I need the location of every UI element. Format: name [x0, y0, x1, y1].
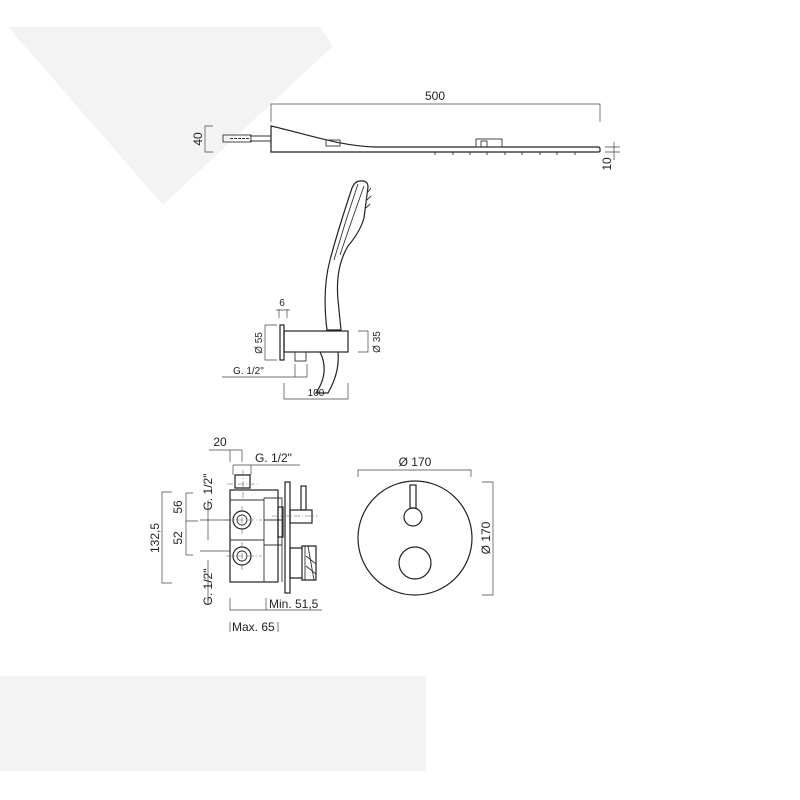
body-diameter-dimension: Ø 35: [372, 331, 383, 353]
background-band: [0, 676, 426, 771]
lower-spacing-dimension: 52: [171, 531, 185, 545]
flange-diameter-dimension: Ø 55: [254, 332, 265, 354]
thickness-dimension: 10: [600, 157, 614, 171]
flange-thickness-dimension: 6: [279, 298, 285, 309]
depth-dimension: 100: [308, 388, 325, 399]
rain-shower-side-view: 500 40 10: [191, 89, 620, 171]
front-width-dimension: Ø 170: [399, 455, 432, 469]
top-connection-label: G. 1/2": [255, 451, 292, 465]
background-triangle: [8, 27, 333, 205]
upper-spacing-dimension: 56: [171, 500, 185, 514]
height-dimension: 40: [191, 132, 205, 146]
upper-connection-label: G. 1/2": [201, 474, 215, 511]
min-depth-dimension: Min. 51,5: [269, 597, 319, 611]
connection-label: G. 1/2": [233, 366, 264, 377]
offset-dimension: 20: [213, 435, 227, 449]
hand-shower-side-view: 6 Ø 55 Ø 35 G. 1/2" 100: [222, 180, 383, 400]
total-height-dimension: 132,5: [148, 523, 162, 553]
front-height-dimension: Ø 170: [479, 521, 493, 554]
mixer-front-view: Ø 170 Ø 170: [357, 455, 494, 596]
max-depth-dimension: Max. 65: [232, 620, 275, 634]
lower-connection-label: G. 1/2": [201, 569, 215, 606]
mixer-side-view: 20 G. 1/2" G. 1/2" G. 1/2" 132,5 56 52 M…: [148, 435, 322, 634]
length-dimension: 500: [425, 89, 445, 103]
